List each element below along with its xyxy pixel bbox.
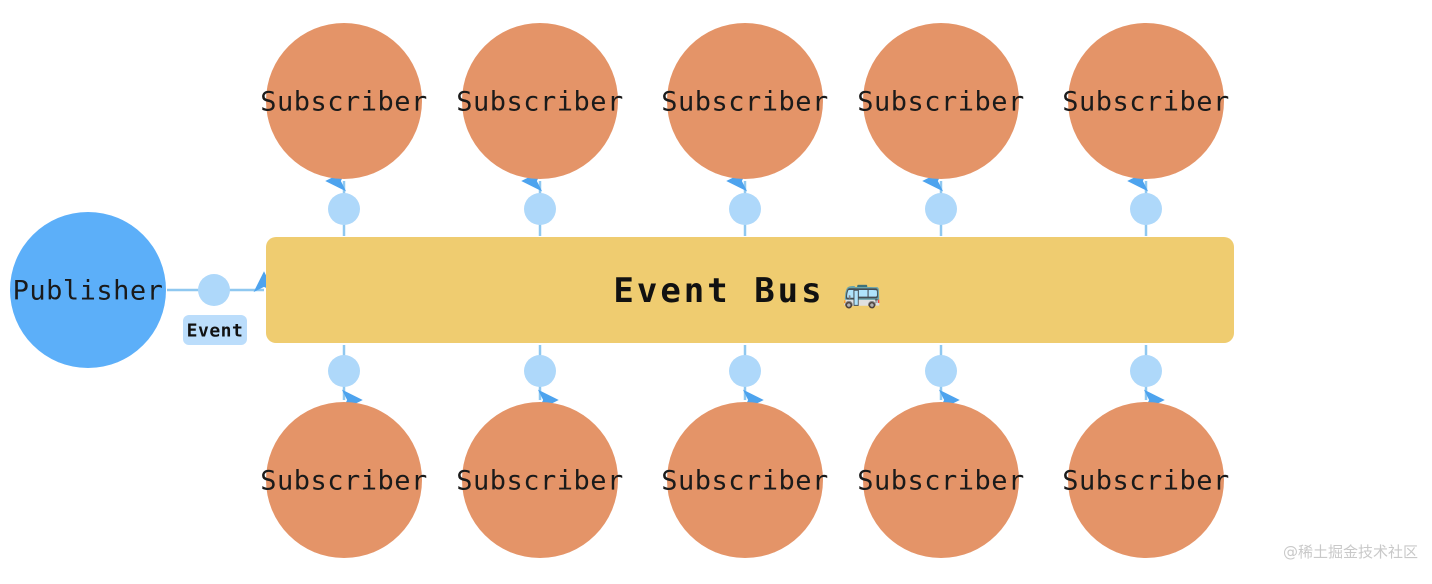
subscriber-node-top-1[interactable]: Subscriber <box>260 23 428 179</box>
subscriber-node-bottom-3[interactable]: Subscriber <box>661 402 829 558</box>
top-connectors-group <box>325 170 1162 236</box>
subscriber-circle[interactable] <box>1068 402 1224 558</box>
subscriber-label: Subscriber <box>857 87 1025 118</box>
event-badge: Event <box>183 315 247 345</box>
publisher-label: Publisher <box>13 276 164 307</box>
connector-dot-icon <box>729 193 761 225</box>
subscriber-node-top-4[interactable]: Subscriber <box>857 23 1025 179</box>
connector-bus-to-top-subscriber-4 <box>922 170 957 236</box>
subscriber-label: Subscriber <box>661 87 829 118</box>
connector-bus-to-top-subscriber-1 <box>325 170 360 236</box>
event-bus-rect[interactable] <box>266 237 1234 343</box>
connector-dot-icon <box>1130 193 1162 225</box>
subscriber-label: Subscriber <box>857 466 1025 497</box>
connector-dot-icon <box>524 355 556 387</box>
connector-bus-to-top-subscriber-2 <box>521 170 556 236</box>
subscriber-label: Subscriber <box>456 87 624 118</box>
top-subscribers-group: Subscriber Subscriber Subscriber Subscri… <box>260 23 1230 179</box>
subscriber-node-bottom-4[interactable]: Subscriber <box>857 402 1025 558</box>
publisher-node[interactable]: Publisher <box>10 212 166 368</box>
connector-dot-icon <box>328 355 360 387</box>
bus-emoji: 🚌 <box>843 274 882 310</box>
subscriber-circle[interactable] <box>863 23 1019 179</box>
bottom-subscribers-group: Subscriber Subscriber Subscriber Subscri… <box>260 402 1230 558</box>
connector-bus-to-bottom-subscriber-2 <box>524 345 559 411</box>
subscriber-node-top-2[interactable]: Subscriber <box>456 23 624 179</box>
subscriber-circle[interactable] <box>667 23 823 179</box>
connector-bus-to-top-subscriber-5 <box>1127 170 1162 236</box>
subscriber-label: Subscriber <box>456 466 624 497</box>
event-badge-background <box>183 315 247 345</box>
subscriber-circle[interactable] <box>462 402 618 558</box>
connector-dot-icon <box>925 193 957 225</box>
connector-bus-to-bottom-subscriber-5 <box>1130 345 1165 411</box>
subscriber-node-top-5[interactable]: Subscriber <box>1062 23 1230 179</box>
connector-dot-icon <box>524 193 556 225</box>
event-bus-node[interactable]: Event Bus 🚌 <box>266 237 1234 343</box>
subscriber-circle[interactable] <box>1068 23 1224 179</box>
event-badge-label: Event <box>187 321 244 342</box>
connector-dot-icon <box>925 355 957 387</box>
subscriber-label: Subscriber <box>260 87 428 118</box>
subscriber-node-bottom-2[interactable]: Subscriber <box>456 402 624 558</box>
connector-bus-to-bottom-subscriber-4 <box>925 345 960 411</box>
bottom-connectors-group <box>328 345 1165 411</box>
event-bus-label: Event Bus <box>613 271 824 311</box>
subscriber-circle[interactable] <box>266 23 422 179</box>
watermark: @稀土掘金技术社区 <box>1283 543 1418 561</box>
connector-dot-icon <box>729 355 761 387</box>
subscriber-circle[interactable] <box>462 23 618 179</box>
connector-dot-icon <box>328 193 360 225</box>
subscriber-node-top-3[interactable]: Subscriber <box>661 23 829 179</box>
connector-bus-to-bottom-subscriber-3 <box>729 345 764 411</box>
subscriber-circle[interactable] <box>266 402 422 558</box>
subscriber-circle[interactable] <box>667 402 823 558</box>
subscriber-label: Subscriber <box>1062 466 1230 497</box>
subscriber-label: Subscriber <box>661 466 829 497</box>
connector-dot-icon <box>198 274 230 306</box>
subscriber-node-bottom-1[interactable]: Subscriber <box>260 402 428 558</box>
connector-bus-to-top-subscriber-3 <box>726 170 761 236</box>
subscriber-label: Subscriber <box>1062 87 1230 118</box>
connector-bus-to-bottom-subscriber-1 <box>328 345 363 411</box>
connector-publisher-to-bus <box>167 271 275 306</box>
subscriber-node-bottom-5[interactable]: Subscriber <box>1062 402 1230 558</box>
subscriber-circle[interactable] <box>863 402 1019 558</box>
connector-dot-icon <box>1130 355 1162 387</box>
subscriber-label: Subscriber <box>260 466 428 497</box>
publisher-circle[interactable] <box>10 212 166 368</box>
